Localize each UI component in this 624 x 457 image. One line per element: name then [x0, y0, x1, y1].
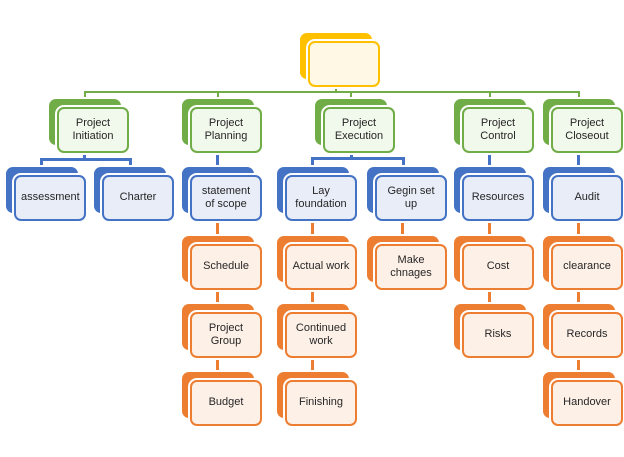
node-label: Cost [486, 260, 510, 273]
node-project-execution: Project Execution [315, 99, 395, 153]
connector-execution-v [350, 151, 353, 159]
connector-initiation-v [83, 151, 86, 160]
node-actual-work: Actual work [277, 236, 357, 290]
node-label: Project Initiation [72, 116, 114, 142]
node-finishing: Finishing [277, 372, 357, 426]
node-label: Project Execution [334, 116, 384, 142]
node-statement-of-scope: statement of scope [182, 167, 262, 221]
node-assessment: assessment [6, 167, 86, 221]
node-label: Make chnages [390, 253, 432, 279]
node-resources: Resources [454, 167, 534, 221]
node-label: Lay foundation [295, 184, 347, 210]
connector-task-col-lay-foundation [311, 200, 314, 382]
node-label: Project Closeout [565, 116, 609, 142]
node-lay-foundation: Lay foundation [277, 167, 357, 221]
node-label: Budget [208, 396, 244, 409]
node-project-closeout: Project Closeout [543, 99, 623, 153]
node-label: clearance [563, 260, 611, 273]
node-label: Project Group [208, 321, 244, 347]
node-label: Risks [484, 328, 512, 341]
connector-phase-stub-initiation [84, 91, 86, 101]
connector-phase-rail [85, 91, 579, 93]
connector-task-col-planning [216, 200, 219, 382]
node-continued-work: Continued work [277, 304, 357, 358]
node-project-group: Project Group [182, 304, 262, 358]
node-records: Records [543, 304, 623, 358]
connector-phase-stub-execution [350, 91, 352, 101]
connector-initiation-bracket [40, 158, 132, 161]
node-clearance: clearance [543, 236, 623, 290]
node-label: Handover [563, 396, 611, 409]
node-label: Gegin set up [387, 184, 435, 210]
connector-planning-stub [216, 151, 219, 169]
node-root [300, 33, 380, 87]
node-project-initiation: Project Initiation [49, 99, 129, 153]
node-risks: Risks [454, 304, 534, 358]
node-audit: Audit [543, 167, 623, 221]
node-label: Finishing [298, 396, 344, 409]
connector-phase-stub-control [489, 91, 491, 101]
node-handover: Handover [543, 372, 623, 426]
connector-execution-stub-left [311, 157, 314, 169]
connector-phase-stub-closeout [578, 91, 580, 101]
node-label: Continued work [295, 321, 347, 347]
connector-task-col-gegin [401, 200, 404, 256]
node-label: Audit [574, 191, 600, 204]
node-label: statement of scope [201, 184, 251, 210]
connector-task-col-closeout [577, 200, 580, 382]
node-gegin-set-up: Gegin set up [367, 167, 447, 221]
node-label: Resources [471, 191, 525, 204]
connector-initiation-stub-left [40, 158, 43, 170]
node-budget: Budget [182, 372, 262, 426]
connector-initiation-stub-right [129, 158, 132, 170]
connector-root-stub [335, 85, 337, 92]
node-label: Project Control [480, 116, 516, 142]
connector-closeout-stub [577, 151, 580, 169]
node-label: Actual work [292, 260, 350, 273]
node-cost: Cost [454, 236, 534, 290]
node-project-planning: Project Planning [182, 99, 262, 153]
connector-execution-stub-right [402, 157, 405, 169]
node-label: Records [566, 328, 608, 341]
connector-control-stub [488, 151, 491, 169]
connector-phase-stub-planning [217, 91, 219, 101]
node-label: Project Planning [204, 116, 248, 142]
node-root-face [308, 41, 380, 87]
node-make-chnages: Make chnages [367, 236, 447, 290]
connector-execution-bracket [311, 157, 405, 160]
node-project-control: Project Control [454, 99, 534, 153]
node-charter: Charter [94, 167, 174, 221]
node-schedule: Schedule [182, 236, 262, 290]
node-label: Schedule [203, 260, 249, 273]
node-label: Charter [119, 191, 157, 204]
node-label: assessment [21, 191, 80, 204]
